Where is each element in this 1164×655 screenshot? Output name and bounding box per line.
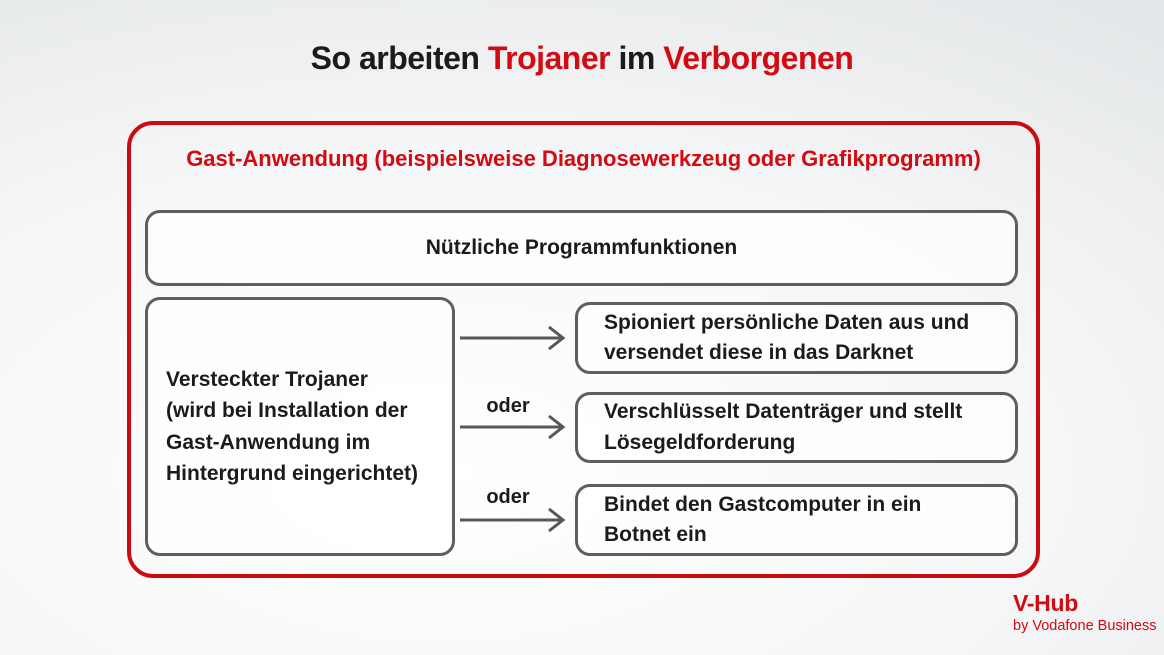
outcome-text-verschluesselt: Verschlüsselt Datenträger und stellt Lös… — [604, 400, 963, 454]
arrow-right-icon — [456, 323, 576, 353]
gast-anwendung-label: Gast-Anwendung (beispielsweise Diagnosew… — [186, 146, 981, 171]
page-title-part-3: im — [610, 40, 664, 76]
arrow-right-icon — [456, 412, 576, 442]
versteckter-trojaner-box: Versteckter Trojaner (wird bei Installat… — [145, 297, 455, 556]
nuetzliche-programmfunktionen-text: Nützliche Programmfunktionen — [425, 236, 738, 259]
oder-label: oder — [486, 486, 530, 508]
outcome-text-spioniert: Spioniert persönliche Daten aus und vers… — [604, 310, 970, 364]
outcome-box-spioniert: Spioniert persönliche Daten aus und vers… — [575, 302, 1018, 374]
page-title-part-1: So arbeiten — [310, 40, 488, 76]
arrow-right-icon — [456, 505, 576, 535]
vhub-logo: V-Hub by Vodafone Business — [1013, 592, 1157, 634]
gast-anwendung-frame — [127, 121, 1040, 578]
versteckter-trojaner-text: Versteckter Trojaner (wird bei Installat… — [166, 367, 419, 486]
outcome-box-verschluesselt: Verschlüsselt Datenträger und stellt Lös… — [575, 392, 1018, 463]
vhub-brand-name: V-Hub — [1013, 590, 1078, 616]
outcome-box-botnet: Bindet den Gastcomputer in ein Botnet ei… — [575, 484, 1018, 556]
vhub-brand-subtitle: by Vodafone Business — [1013, 618, 1157, 634]
page-title-part-4: Verborgenen — [663, 40, 854, 76]
outcome-text-botnet: Bindet den Gastcomputer in ein Botnet ei… — [604, 492, 922, 546]
nuetzliche-programmfunktionen-box: Nützliche Programmfunktionen — [145, 210, 1018, 286]
page-title: So arbeiten Trojaner im Verborgenen — [0, 40, 1164, 77]
oder-label: oder — [486, 395, 530, 417]
page-title-part-2: Trojaner — [487, 40, 611, 76]
